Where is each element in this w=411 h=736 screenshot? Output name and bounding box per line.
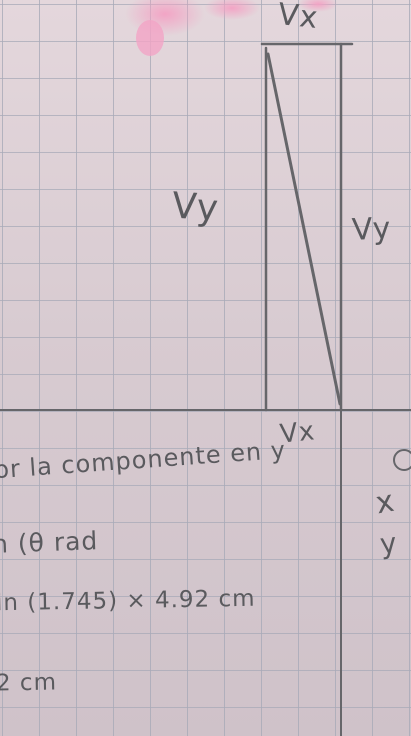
note-line-3: in (1.745) × 4.92 cm: [0, 585, 256, 617]
vector-diagram: [0, 42, 411, 736]
label-vy-left: Vy: [170, 185, 221, 230]
note-line-4: 2 cm: [0, 669, 58, 697]
side-note-y: y: [378, 526, 400, 561]
note-line-2: n (θ rad: [0, 526, 99, 559]
resultant-vector: [266, 52, 342, 406]
pink-highlighter-mark: [125, 0, 338, 56]
circle-mark: [393, 449, 411, 471]
label-vy-right: Vy: [351, 210, 393, 249]
label-vx-top: Vx: [276, 0, 321, 37]
